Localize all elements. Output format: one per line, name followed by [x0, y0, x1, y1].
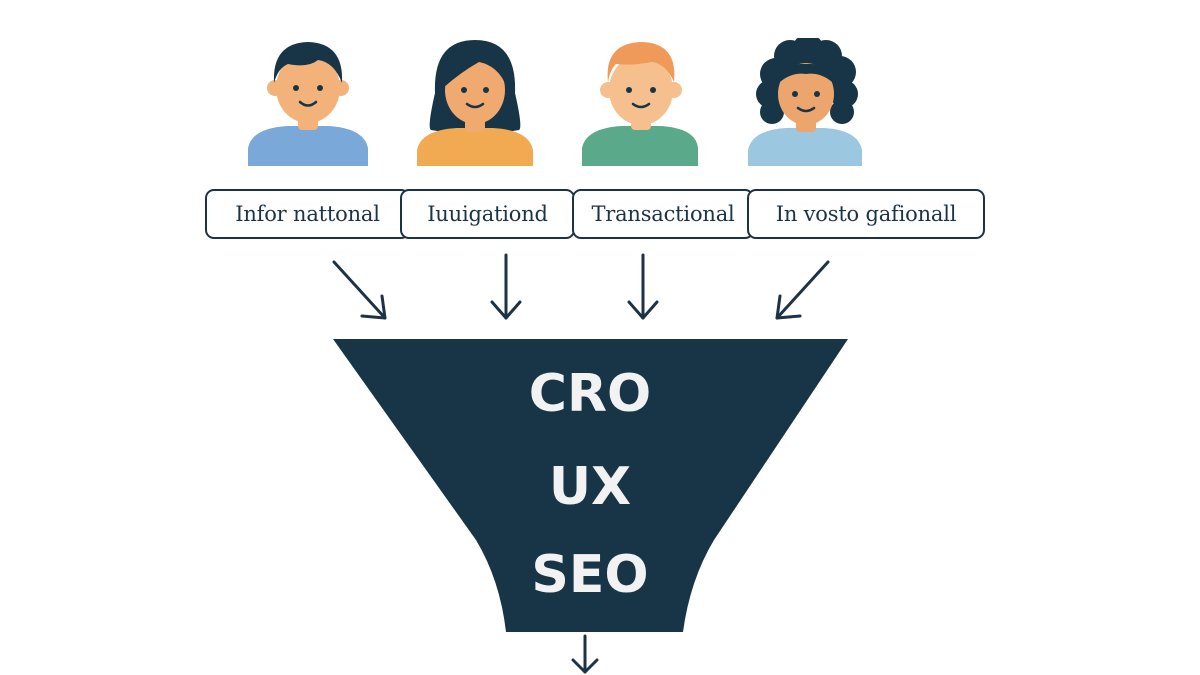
eye-shape: [792, 91, 798, 97]
arrow-down-icon: [571, 634, 599, 674]
face-shape: [778, 63, 834, 125]
arrow-icon-3: [627, 253, 659, 320]
intent-label-investigational: In vosto gafionall: [747, 189, 985, 239]
funnel-layer-ux: UX: [548, 457, 632, 517]
avatar-person-1: [248, 42, 368, 166]
mouth-shape: [796, 106, 816, 113]
avatar-person-2: [417, 40, 533, 166]
avatar-person-4: [748, 38, 862, 166]
intent-label-navigational: Iuuigationd: [400, 189, 575, 239]
hair-fringe-shape: [780, 63, 832, 82]
shirt-shape: [582, 126, 698, 166]
funnel-layer-cro: CRO: [528, 364, 652, 424]
mouth-shape: [298, 100, 318, 107]
eye-shape: [483, 87, 489, 93]
eye-shape: [293, 85, 299, 91]
funnel-layer-seo: SEO: [531, 545, 649, 605]
arrow-icon-1: [332, 260, 387, 320]
intent-label-informational: Infor nattonal: [205, 189, 410, 239]
eye-shape: [461, 87, 467, 93]
avatar-person-3: [582, 42, 698, 166]
hair-shape: [607, 42, 675, 82]
face-shape: [276, 53, 340, 123]
mouth-shape: [465, 102, 485, 109]
hair-fringe-shape: [443, 52, 507, 88]
eye-shape: [317, 85, 323, 91]
mouth-shape: [631, 102, 651, 109]
eye-shape: [626, 87, 632, 93]
intent-label-transactional: Transactional: [572, 189, 754, 239]
hair-curls-shape: [756, 38, 858, 124]
eye-shape: [650, 87, 656, 93]
eye-shape: [814, 91, 820, 97]
arrow-icon-4: [775, 260, 830, 320]
hair-shape: [273, 42, 343, 83]
arrow-icon-2: [490, 253, 522, 320]
funnel-shape: [333, 339, 848, 632]
shirt-shape: [748, 128, 862, 166]
shirt-shape: [248, 126, 368, 166]
shirt-shape: [417, 128, 533, 166]
face-shape: [609, 55, 673, 125]
